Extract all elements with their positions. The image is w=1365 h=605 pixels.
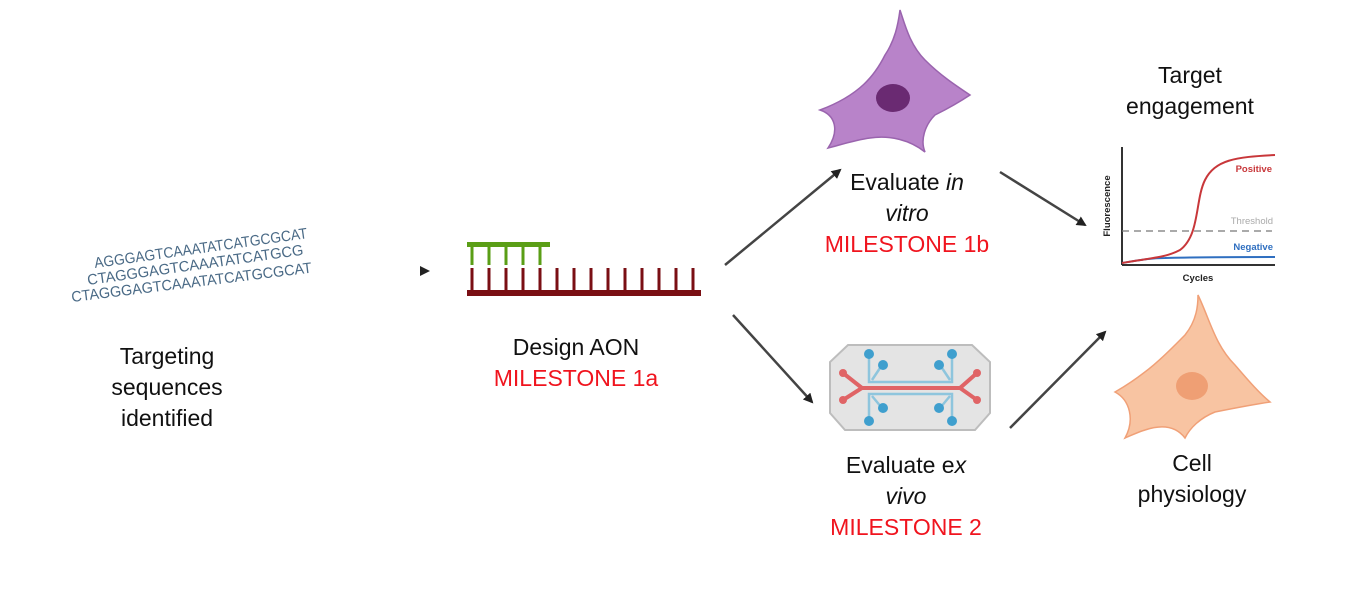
label-line: physiology [1137, 481, 1247, 507]
milestone-label: MILESTONE 2 [830, 514, 982, 540]
step-title: Evaluate in [825, 167, 989, 198]
label-line: Target [1158, 62, 1222, 88]
label-line: engagement [1126, 93, 1254, 119]
arrow-to-in-vitro [724, 168, 842, 266]
title-italic: vitro [885, 200, 929, 226]
label-line: sequences [111, 374, 223, 400]
title-text: Evaluate e [845, 452, 955, 478]
target-engagement-label: Target engagement [1126, 60, 1254, 122]
title-italic: in [945, 169, 964, 195]
aon-icon [467, 242, 701, 296]
label-line: Cell [1172, 450, 1212, 476]
x-axis-label: Cycles [1183, 273, 1214, 284]
fluorescence-curve-icon: Positive Threshold Negative Cycles Fluor… [1102, 147, 1276, 284]
label-line: Targeting [119, 343, 215, 369]
organ-on-chip-icon [829, 344, 991, 431]
label-line: identified [120, 405, 214, 431]
evaluate-in-vitro-label: Evaluate in vitro MILESTONE 1b [825, 167, 989, 260]
step-title: Evaluate ex [830, 450, 982, 481]
design-aon-label: Design AON MILESTONE 1a [494, 332, 658, 394]
arrow-to-cell-physiology [1009, 330, 1107, 429]
targeting-sequences-label: Targeting sequences identified [111, 341, 222, 434]
title-italic: vivo [885, 483, 927, 509]
evaluate-ex-vivo-label: Evaluate ex vivo MILESTONE 2 [830, 450, 982, 543]
y-axis-label: Fluorescence [1102, 175, 1113, 236]
title-text: Evaluate [850, 169, 946, 195]
negative-label: Negative [1233, 242, 1273, 253]
dna-sequence-icon: AGGGAGTCAAATATCATGCGCAT CTAGGGAGTCAAATAT… [70, 225, 312, 306]
milestone-label: MILESTONE 1a [493, 365, 659, 391]
threshold-label: Threshold [1231, 216, 1273, 227]
cell-in-vitro-icon [817, 9, 972, 153]
arrow-to-target-engagement [999, 170, 1087, 227]
positive-label: Positive [1236, 164, 1272, 175]
milestone-label: MILESTONE 1b [824, 231, 990, 257]
arrow-to-ex-vivo [732, 314, 814, 404]
cell-physiology-label: Cell physiology [1138, 448, 1247, 510]
cell-physiology-icon [1113, 294, 1272, 440]
step-title: Design AON [512, 334, 640, 360]
positive-curve [1121, 154, 1276, 264]
title-italic: x [954, 452, 967, 478]
